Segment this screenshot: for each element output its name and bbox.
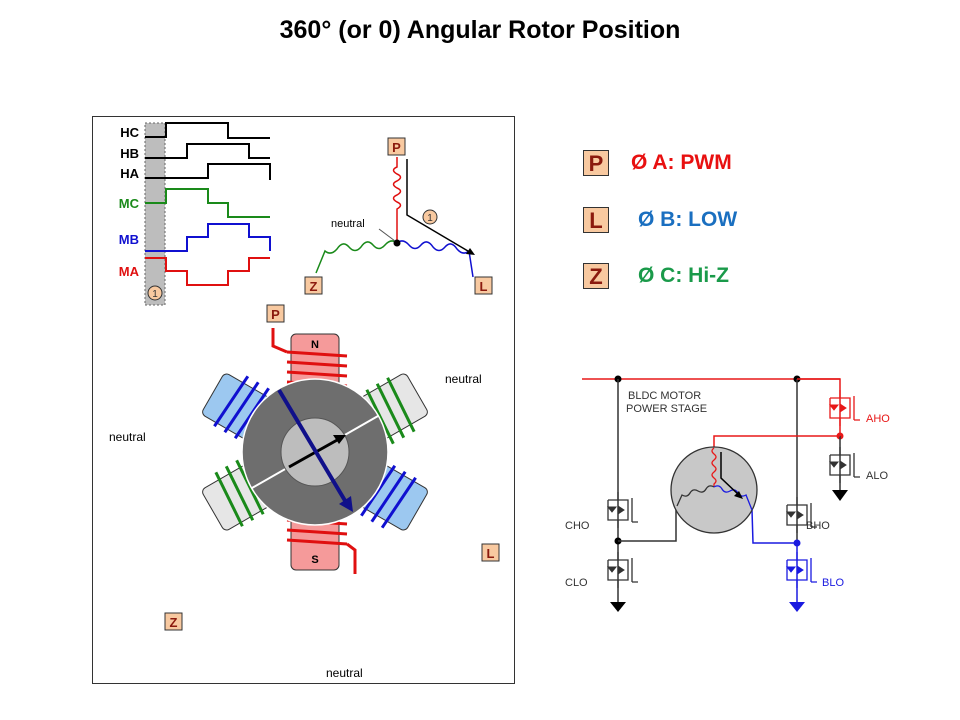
waveform-mb [145, 223, 271, 252]
step-marker-label: 1 [152, 289, 158, 300]
motor-diagram-panel: HC HB HA MC MB MA 1 P neutral [92, 116, 515, 684]
waveform-ha [145, 163, 271, 180]
switch-cho [607, 491, 639, 529]
motor-diagram-svg: HC HB HA MC MB MA 1 P neutral [109, 122, 500, 680]
wye-terminal-z [304, 276, 323, 295]
motor-terminal-p [266, 304, 285, 323]
signal-label-mc: MC [119, 196, 140, 211]
step-marker [147, 285, 163, 301]
label-alo: ALO [866, 470, 888, 482]
timing-diagram: HC HB HA MC MB MA 1 [119, 122, 271, 306]
wye-coil-b [396, 240, 474, 278]
neutral-label-left: neutral [109, 430, 146, 444]
waveform-hc [145, 122, 270, 139]
signal-label-ha: HA [120, 166, 139, 181]
wye-terminal-l [474, 276, 493, 295]
motor-terminal-l [481, 543, 500, 562]
ground-a [832, 490, 848, 501]
neutral-label-bottom: neutral [326, 666, 363, 680]
signal-label-mb: MB [119, 232, 139, 247]
wye-coil-c [315, 240, 398, 274]
svg-text:Z: Z [310, 279, 318, 294]
svg-text:L: L [487, 546, 495, 561]
wye-coil-a [392, 157, 402, 243]
motor-terminal-z [164, 612, 183, 631]
power-stage-title-1: BLDC MOTOR [628, 390, 701, 402]
label-aho: AHO [866, 413, 890, 425]
neutral-node [393, 239, 401, 247]
switch-alo [829, 446, 861, 484]
motor-current-arrow [720, 452, 741, 497]
waveform-hb [145, 143, 270, 159]
label-cho: CHO [565, 520, 590, 532]
ground-c [610, 602, 626, 612]
legend-text-phase-c: Ø C: Hi-Z [638, 264, 729, 287]
waveform-mc [145, 188, 270, 218]
wye-winding-diagram: P neutral 1 Z L [304, 137, 493, 295]
power-stage-title-2: POWER STAGE [626, 403, 707, 415]
slide-title: 360° (or 0) Angular Rotor Position [279, 16, 681, 44]
rotor-direction-arrow [288, 437, 340, 469]
signal-label-hb: HB [120, 146, 139, 161]
svg-text:N: N [311, 339, 319, 351]
signal-label-ma: MA [119, 264, 140, 279]
current-flow-arrow [406, 159, 474, 255]
switch-aho [829, 389, 861, 427]
wye-neutral-label: neutral [331, 218, 365, 230]
legend-box-p: P [583, 150, 609, 176]
svg-text:S: S [311, 554, 318, 566]
wye-step-marker [422, 209, 438, 225]
signal-label-hc: HC [120, 125, 139, 140]
legend-text-phase-a: Ø A: PWM [631, 151, 732, 174]
label-bho: BHO [806, 520, 830, 532]
wye-terminal-p [387, 137, 406, 156]
label-blo: BLO [822, 577, 844, 589]
legend-text-phase-b: Ø B: LOW [638, 208, 738, 231]
svg-text:P: P [271, 307, 280, 322]
stator-field-arrow [277, 388, 349, 506]
switch-clo [607, 551, 639, 589]
power-stage-schematic: BLDC MOTOR POWER STAGE CHO CLO BHO BLO A… [565, 375, 890, 612]
step-highlight-band [144, 122, 166, 306]
switch-blo [786, 551, 818, 589]
svg-text:P: P [392, 140, 401, 155]
svg-text:1: 1 [427, 213, 433, 224]
label-clo: CLO [565, 577, 588, 589]
svg-text:Z: Z [170, 615, 178, 630]
waveform-ma [145, 257, 270, 286]
legend-box-l: L [583, 207, 609, 233]
svg-text:L: L [480, 279, 488, 294]
motor-symbol [670, 446, 758, 534]
neutral-label-right: neutral [445, 372, 482, 386]
ground-b [789, 602, 805, 612]
legend-box-z: Z [583, 263, 609, 289]
motor-cross-section: N S N S [109, 304, 500, 680]
